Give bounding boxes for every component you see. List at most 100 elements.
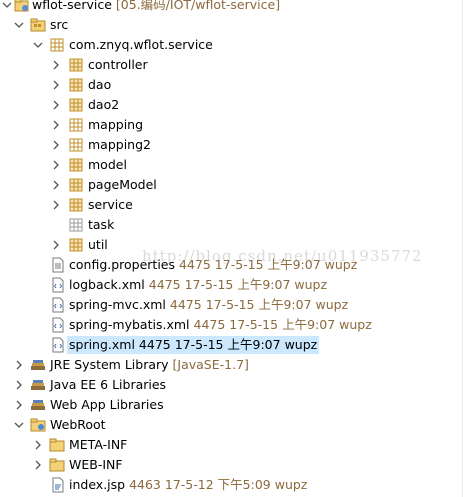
xml-file-icon: [50, 337, 66, 353]
tree-row-package[interactable]: com.znyq.wflot.service: [0, 35, 463, 55]
chevron-right-icon[interactable]: [33, 440, 43, 450]
subpackage-label: dao2: [88, 97, 120, 112]
package-icon: [68, 177, 84, 193]
tree-row-subpackage[interactable]: pageModel: [0, 175, 463, 195]
tree-row-file-selected[interactable]: spring.xml 4475 17-5-15 上午9:07 wupz: [0, 335, 463, 355]
chevron-down-icon[interactable]: [14, 20, 24, 30]
tree-row-folder[interactable]: WEB-INF: [0, 455, 463, 475]
project-icon: [14, 0, 30, 13]
chevron-down-icon[interactable]: [2, 0, 12, 10]
file-name: logback.xml: [69, 277, 145, 292]
tree-row-subpackage[interactable]: controller: [0, 55, 463, 75]
project-name: wflot-service: [32, 0, 112, 12]
tree-row-library[interactable]: Web App Libraries: [0, 395, 463, 415]
tree-row-library[interactable]: JRE System Library [JavaSE-1.7]: [0, 355, 463, 375]
subpackage-label: dao: [88, 77, 112, 92]
tree-row-subpackage[interactable]: service: [0, 195, 463, 215]
library-icon: [30, 377, 46, 393]
chevron-right-icon[interactable]: [14, 380, 24, 390]
tree-row-subpackage[interactable]: mapping2: [0, 135, 463, 155]
package-icon: [68, 237, 84, 253]
file-revision: 4475: [148, 277, 181, 292]
tree-row-subpackage[interactable]: task: [0, 215, 463, 235]
tree-row-src[interactable]: src: [0, 15, 463, 35]
folder-icon: [49, 457, 65, 473]
library-label: Web App Libraries: [50, 397, 164, 412]
src-label: src: [50, 17, 69, 32]
chevron-right-icon[interactable]: [51, 180, 61, 190]
file-time: 上午9:07: [258, 297, 312, 312]
subpackage-label: pageModel: [88, 177, 157, 192]
file-revision: 4475: [179, 257, 211, 272]
chevron-right-icon[interactable]: [51, 120, 61, 130]
package-label: com.znyq.wflot.service: [69, 37, 213, 52]
tree-row-file[interactable]: spring-mybatis.xml 4475 17-5-15 上午9:07 w…: [0, 315, 463, 335]
tree-row-file[interactable]: index.jsp 4463 17-5-12 下午5:09 wupz: [0, 475, 463, 495]
tree-row-subpackage[interactable]: dao: [0, 75, 463, 95]
tree-row-subpackage[interactable]: util: [0, 235, 463, 255]
chevron-right-icon[interactable]: [51, 80, 61, 90]
tree-row-file[interactable]: spring-mvc.xml 4475 17-5-15 上午9:07 wupz: [0, 295, 463, 315]
chevron-right-icon[interactable]: [51, 200, 61, 210]
properties-file-icon: [50, 257, 66, 273]
library-label: JRE System Library: [50, 357, 169, 372]
chevron-right-icon[interactable]: [51, 60, 61, 70]
file-author: wupz: [315, 297, 349, 312]
chevron-right-icon[interactable]: [51, 140, 61, 150]
xml-file-icon: [50, 277, 66, 293]
subpackage-label: controller: [88, 57, 148, 72]
package-icon: [68, 97, 84, 113]
chevron-right-icon[interactable]: [14, 360, 24, 370]
subpackage-label: mapping2: [88, 137, 151, 152]
tree-row-library[interactable]: Java EE 6 Libraries: [0, 375, 463, 395]
file-time: 上午9:07: [237, 277, 291, 292]
chevron-right-icon[interactable]: [51, 240, 61, 250]
package-icon: [68, 157, 84, 173]
empty-package-icon: [68, 217, 84, 233]
file-date: 17-5-15: [184, 277, 234, 292]
file-date: 17-5-15: [214, 257, 264, 272]
package-icon: [68, 117, 84, 133]
tree-row-project[interactable]: wflot-service [05.编码/IOT/wflot-service]: [0, 0, 463, 15]
file-date: 17-5-15: [174, 337, 224, 352]
file-date: 17-5-15: [205, 297, 255, 312]
tree-row-file[interactable]: logback.xml 4475 17-5-15 上午9:07 wupz: [0, 275, 463, 295]
file-author: wupz: [294, 277, 328, 292]
chevron-down-icon[interactable]: [14, 420, 24, 430]
chevron-right-icon[interactable]: [14, 400, 24, 410]
tree-row-webroot[interactable]: WebRoot: [0, 415, 463, 435]
file-revision: 4475: [169, 297, 202, 312]
folder-label: WEB-INF: [69, 457, 123, 472]
chevron-right-icon[interactable]: [51, 160, 61, 170]
subpackage-label: service: [88, 197, 133, 212]
chevron-right-icon[interactable]: [33, 460, 43, 470]
jsp-file-icon: [50, 477, 66, 493]
subpackage-label: model: [88, 157, 127, 172]
folder-icon: [49, 437, 65, 453]
tree-row-subpackage[interactable]: model: [0, 155, 463, 175]
package-icon: [68, 137, 84, 153]
webroot-label: WebRoot: [50, 417, 106, 432]
package-icon: [68, 57, 84, 73]
file-time: 上午9:07: [267, 257, 321, 272]
library-icon: [30, 357, 46, 373]
tree-row-file[interactable]: config.properties 4475 17-5-15 上午9:07 wu…: [0, 255, 463, 275]
chevron-right-icon[interactable]: [51, 100, 61, 110]
chevron-down-icon[interactable]: [33, 40, 43, 50]
tree-row-folder[interactable]: META-INF: [0, 435, 463, 455]
file-name: spring-mvc.xml: [69, 297, 166, 312]
xml-file-icon: [50, 297, 66, 313]
subpackage-label: task: [88, 217, 115, 232]
file-time: 上午9:07: [227, 337, 281, 352]
subpackage-label: mapping: [88, 117, 144, 132]
file-author: wupz: [324, 257, 358, 272]
file-time: 下午5:09: [217, 477, 271, 492]
file-revision: 4475: [193, 317, 226, 332]
folder-label: META-INF: [69, 437, 128, 452]
file-revision: 4463: [129, 477, 161, 492]
tree-row-subpackage[interactable]: dao2: [0, 95, 463, 115]
file-revision: 4475: [138, 337, 171, 352]
file-author: wupz: [274, 477, 308, 492]
tree-row-subpackage[interactable]: mapping: [0, 115, 463, 135]
